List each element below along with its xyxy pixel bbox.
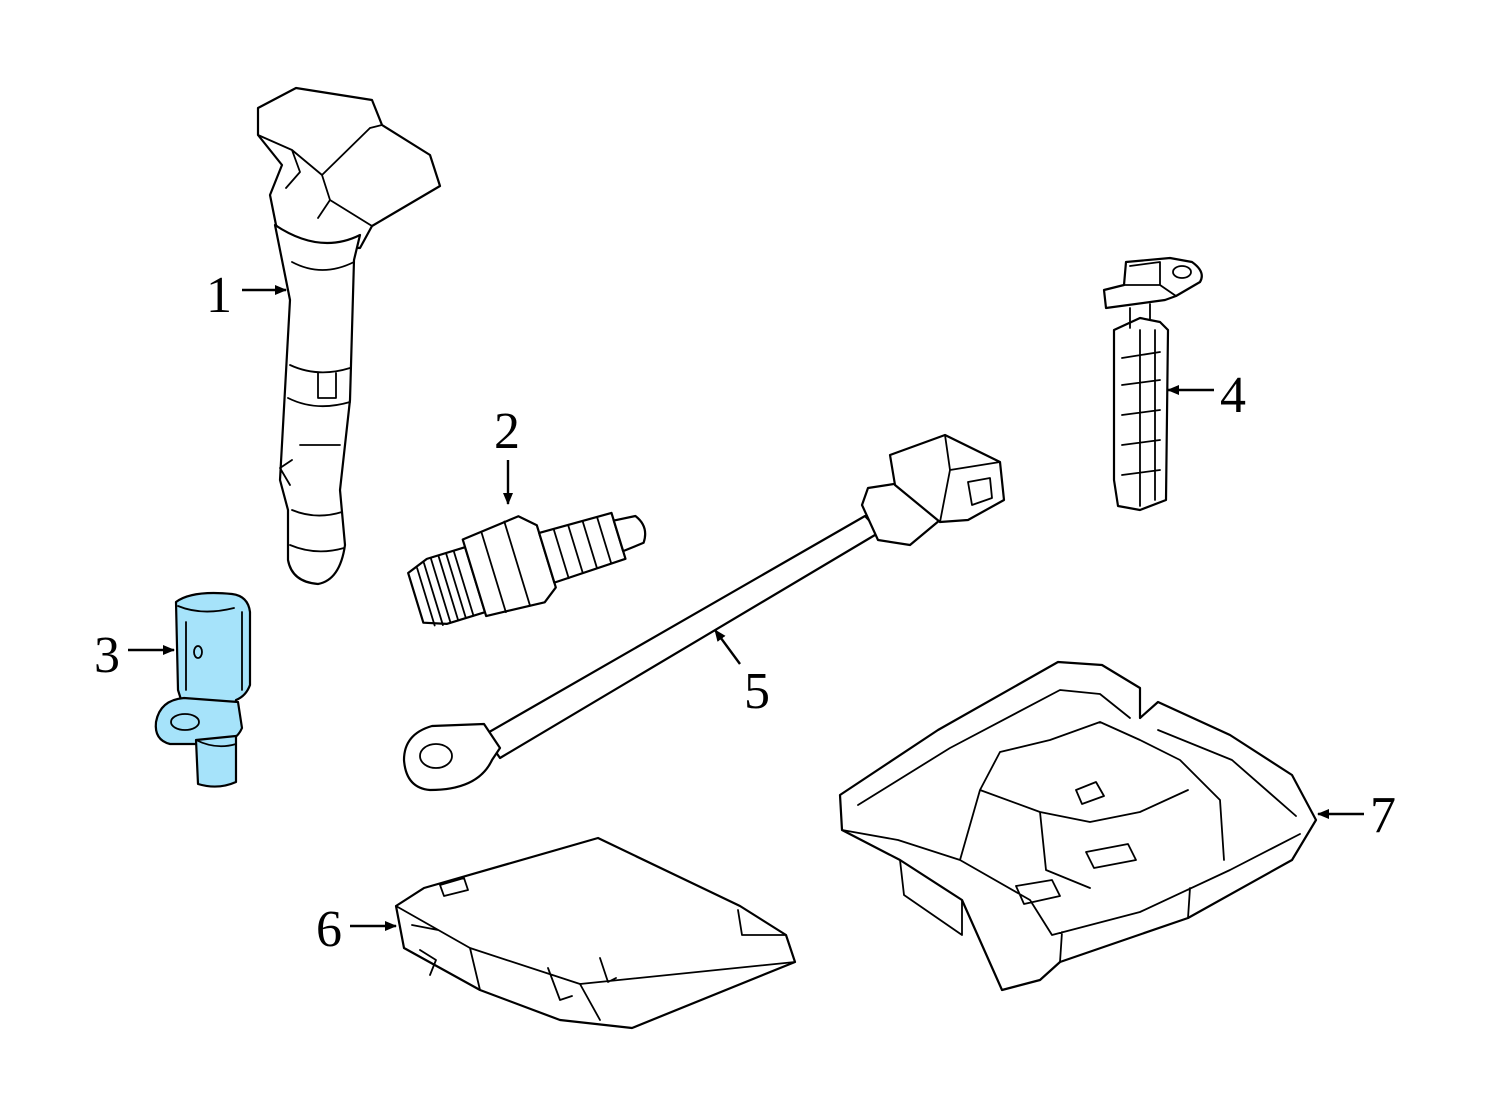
ignition-coil[interactable]: [256, 86, 442, 586]
ecm-mounting-bracket[interactable]: [838, 660, 1318, 992]
svg-text:7: 7: [1370, 787, 1396, 844]
callout-1: 1: [206, 267, 287, 324]
svg-text:2: 2: [494, 403, 520, 460]
engine-control-module[interactable]: [394, 836, 797, 1030]
svg-text:1: 1: [206, 267, 232, 324]
callout-6: 6: [316, 901, 397, 958]
camshaft-position-sensor[interactable]: [1102, 256, 1203, 512]
callout-7: 7: [1317, 787, 1396, 844]
callout-4: 4: [1167, 367, 1246, 424]
svg-text:3: 3: [94, 627, 120, 684]
spark-plug[interactable]: [402, 482, 657, 638]
svg-text:4: 4: [1220, 367, 1246, 424]
callout-3: 3: [94, 627, 175, 684]
callout-5: 5: [714, 629, 770, 720]
callout-2: 2: [494, 403, 520, 505]
knock-sensor[interactable]: [402, 433, 1006, 792]
svg-text:5: 5: [744, 663, 770, 720]
crankshaft-position-sensor[interactable]: [154, 591, 252, 788]
svg-text:6: 6: [316, 901, 342, 958]
